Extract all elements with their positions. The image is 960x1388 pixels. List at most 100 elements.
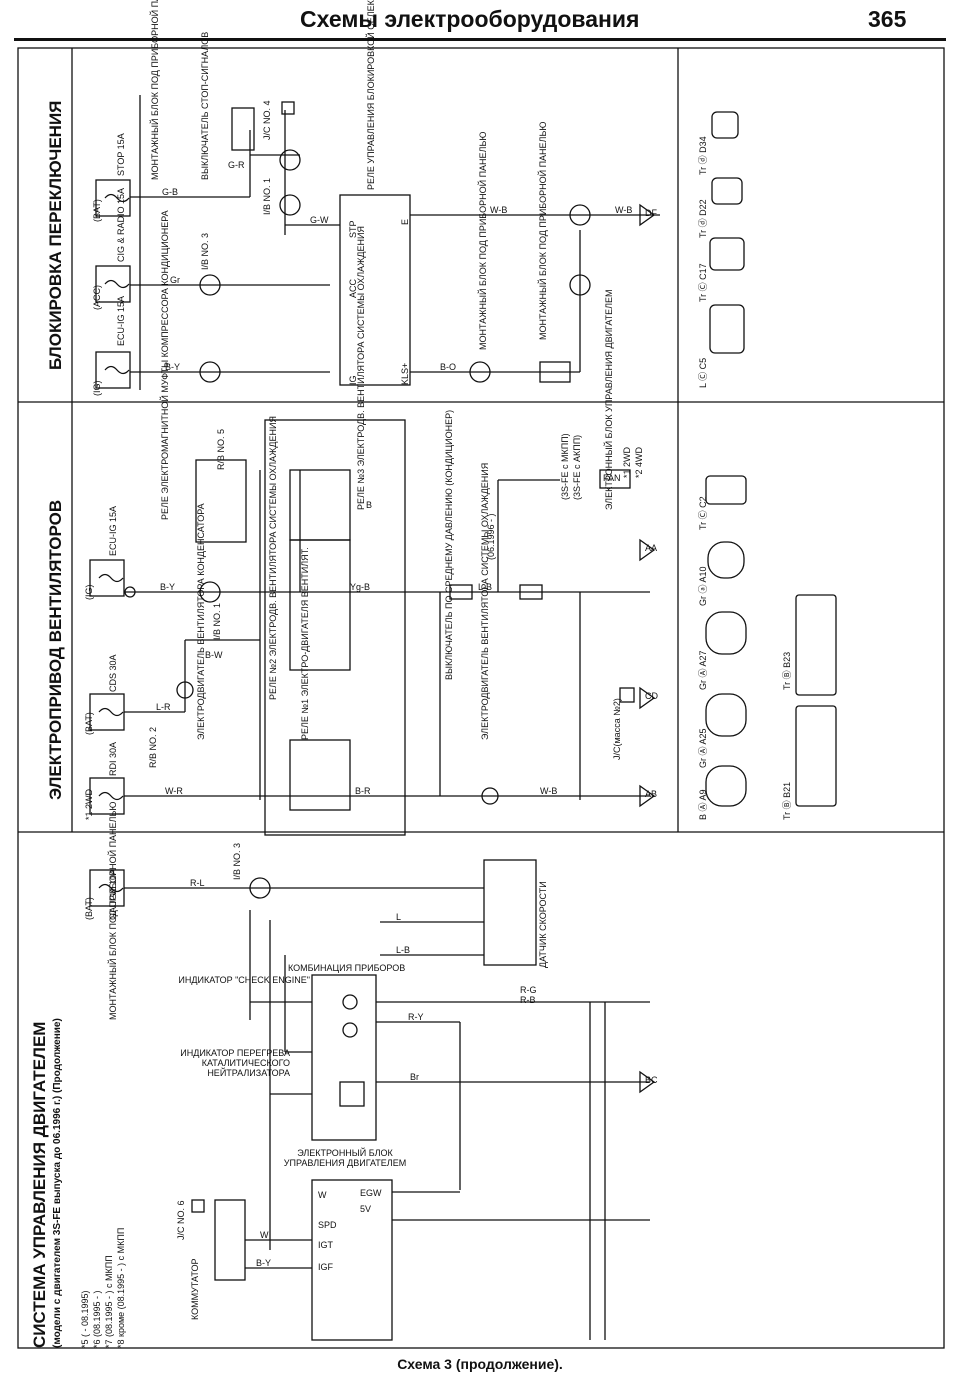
shift-lock-ecu-box	[339, 194, 411, 386]
fan-note-4wd: *2 4WD	[634, 446, 644, 478]
fan-fuse-ecu-ig: ECU-IG 15A	[108, 505, 118, 556]
wire-b-y-3: B-Y	[256, 1258, 272, 1268]
relay1-label: РЕЛЕ №1 ЭЛЕКТРО-ДВИГАТЕЛЯ ВЕНТИЛЯТ.	[300, 547, 310, 740]
ground-bc: BC	[645, 1075, 658, 1085]
connector-label-d34: Tr ⓓ D34	[698, 136, 708, 175]
jb-block-label: МОНТАЖНЫЙ БЛОК ПОД ПРИБОРНОЙ ПАНЕЛЬЮ	[150, 0, 160, 180]
wire-w: W	[260, 1230, 269, 1240]
fan-fuse-rdi: RDI 30A	[108, 741, 118, 776]
relay2-box	[289, 539, 351, 671]
jc6-label: J/C NO. 6	[176, 1200, 186, 1240]
cool-fan-motor	[481, 787, 499, 805]
connector-label-a25: Gr Ⓐ A25	[698, 728, 708, 768]
fuse-rdi-box	[89, 777, 125, 815]
jb3-label: I/B NO. 3	[200, 232, 210, 270]
fan-jb1-label: I/B NO. 1	[212, 602, 222, 640]
combo-meter-box	[311, 974, 377, 1141]
wire-b-r: B-R	[355, 786, 371, 796]
rb5-label: R/B NO. 5	[216, 428, 226, 470]
wire-l: L	[396, 912, 402, 922]
wire-g-r: G-R	[228, 160, 245, 170]
igniter-label: КОММУТАТОР	[190, 1258, 200, 1320]
ac-relay-label: РЕЛЕ ЭЛЕКТРОМАГНИТНОЙ МУФТЫ КОМПРЕССОРА …	[160, 210, 170, 520]
ground-df: DF	[645, 208, 657, 218]
stop-switch-box	[231, 107, 255, 151]
connector-a27-shape	[705, 611, 747, 655]
check-engine-label: ИНДИКАТОР "CHECK ENGINE"	[178, 975, 310, 985]
speed-sensor-box	[483, 859, 537, 966]
connector-label-d22: Tr ⓓ D22	[698, 199, 708, 238]
connector-label-a27: Gr Ⓐ A27	[698, 650, 708, 690]
ground-aa: AA	[645, 543, 658, 553]
relay2-label: РЕЛЕ №2 ЭЛЕКТРОДВ. ВЕНТИЛЯТОРА СИСТЕМЫ О…	[268, 416, 278, 700]
engine-fuse-supply: (BAT)	[84, 897, 94, 920]
jb-block3-label: МОНТАЖНЫЙ БЛОК ПОД ПРИБОРНОЙ ПАНЕЛЬЮ	[538, 121, 548, 340]
diagram-frame	[17, 47, 945, 1349]
connector-b21-shape	[795, 705, 837, 807]
connector-c2-shape	[705, 475, 747, 505]
connector-a10-shape	[707, 541, 745, 579]
fuse-name-cig: CIG & RADIO 15A	[116, 187, 126, 262]
wire-yg-b: Yg-B	[350, 582, 371, 592]
ground-ab: AB	[645, 789, 658, 799]
fan-fuse-label-ig: (IG)	[84, 584, 94, 601]
ecu-pin-5v: 5V	[360, 1204, 372, 1214]
wire-r-l: R-L	[190, 878, 205, 888]
rb5-box	[264, 419, 406, 836]
engine-note-2: *6 (08.1995 - )	[92, 1290, 102, 1348]
wire-gr-1: Gr	[170, 275, 180, 285]
fuse-cds-box	[89, 693, 125, 731]
relay1-box	[289, 739, 351, 811]
connector-b23-shape	[795, 594, 837, 696]
fuse-cig-box	[95, 265, 131, 303]
jb1-label: I/B NO. 1	[262, 177, 272, 215]
engine-jb3-label: I/B NO. 3	[232, 842, 242, 880]
pressure-switch-label: ВЫКЛЮЧАТЕЛЬ ПО СРЕДНЕМУ ДАВЛЕНИЮ (КОНДИЦ…	[444, 409, 454, 680]
wire-b-o: B-O	[440, 362, 457, 372]
page-number: 365	[868, 6, 907, 32]
rb2-label: R/B NO. 2	[148, 726, 158, 768]
connector-c5-shape	[709, 304, 745, 354]
wire-b-y-1: B-Y	[165, 362, 181, 372]
engine-jb-block-label: МОНТАЖНЫЙ БЛОК ПОД ПРИБОРНОЙ ПАНЕЛЬЮ	[108, 801, 118, 1020]
connector-label-b23: Tr Ⓑ B23	[782, 651, 792, 690]
fan-fuse-label-bat: (BAT)	[84, 712, 94, 735]
jc4-box	[281, 101, 295, 115]
cond-motor-label: ЭЛЕКТРОДВИГАТЕЛЬ ВЕНТИЛЯТОРА КОНДЕНСАТОР…	[196, 503, 206, 740]
connector-label-b21: Tr Ⓑ B21	[782, 781, 792, 820]
wire-w-r: W-R	[165, 786, 183, 796]
connector-d22-shape	[711, 177, 743, 205]
connector-d34-shape	[711, 111, 739, 139]
relay3-box	[289, 469, 351, 541]
ecu-pin-spd: SPD	[318, 1220, 337, 1230]
fuse-label-stop: (BAT)	[92, 199, 102, 222]
ac-relay-box	[195, 459, 247, 543]
fuse-gauge-box	[89, 869, 125, 907]
fan-note-2wd: *1 2WD	[622, 446, 632, 478]
mkpp-label: (3S-FE с МКПП)	[560, 433, 570, 500]
fuse-name-stop: STOP 15A	[116, 133, 126, 176]
ground-df-symbol	[639, 203, 656, 227]
engine-note-1: *5 ( - 08.1995)	[80, 1290, 90, 1348]
combo-meter-label: КОМБИНАЦИЯ ПРИБОРОВ	[288, 963, 406, 973]
relay3-label: РЕЛЕ №3 ЭЛЕКТРОДВ. ВЕНТИЛЯТОРА СИСТЕМЫ О…	[356, 226, 366, 510]
fuse-name-ecu-ig: ECU-IG 15A	[116, 295, 126, 346]
engine-note-4: *8 кроме (08.1995 - ) с МКПП	[116, 1227, 126, 1348]
ecu-pin-w: W	[318, 1190, 327, 1200]
wire-w-b-2: W-B	[615, 205, 633, 215]
ground-bc-symbol	[639, 1070, 656, 1094]
wire-l-b-2: L-B	[396, 945, 411, 955]
overheat-lamp	[342, 1022, 358, 1038]
akpp-label: (3S-FE с АКПП)	[572, 434, 582, 500]
ground-aa-symbol	[639, 538, 656, 562]
ground-cd: CD	[645, 691, 658, 701]
wire-r-y: R-Y	[408, 1012, 424, 1022]
ground-cd-symbol	[639, 686, 656, 710]
page-title: Схемы электрооборудования	[300, 6, 640, 32]
connector-label-c5: L Ⓒ C5	[698, 357, 708, 388]
wire-b-w: B-W	[205, 650, 223, 660]
wire-w-b-1: W-B	[490, 205, 508, 215]
header-rule	[14, 38, 946, 41]
shift-lock-ecu-label: РЕЛЕ УПРАВЛЕНИЯ БЛОКИРОВКОЙ СЕЛЕКТОРА	[366, 0, 376, 190]
